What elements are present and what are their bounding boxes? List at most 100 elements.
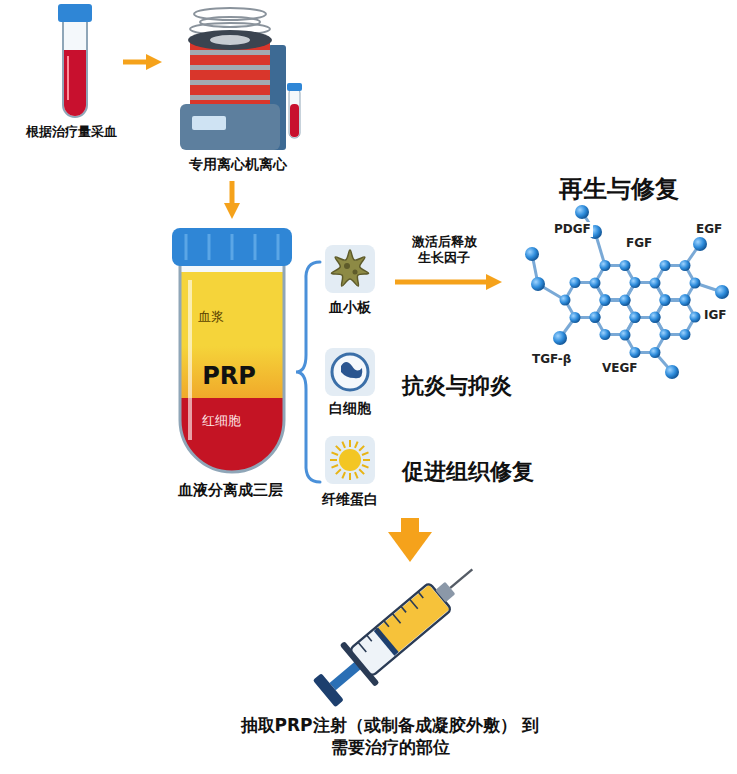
node-label: 白细胞: [312, 399, 388, 417]
drawing-part: [650, 278, 661, 289]
drawing-part: [531, 277, 545, 291]
node-label: 抽取PRP注射（或制备成凝胶外敷） 到需要治疗的部位: [240, 714, 540, 758]
drawing-part: [287, 83, 302, 91]
drawing-part: [575, 205, 589, 219]
node-label: 再生与修复: [505, 174, 733, 205]
drawing-part: [341, 362, 362, 378]
drawing-part: [525, 247, 539, 261]
node-label: 血浆: [185, 309, 237, 326]
drawing-part: [349, 473, 351, 480]
node-label: PRP: [188, 361, 270, 392]
drawing-part: [374, 628, 399, 656]
effect-heading: 抗炎与抑炎: [402, 372, 512, 400]
drawing-part: [332, 465, 338, 468]
drawing-part: [570, 277, 581, 288]
drawing-part: [362, 452, 368, 455]
drawing-part: [289, 88, 300, 138]
drawing-part: [332, 354, 368, 390]
drawing-part: [332, 452, 338, 455]
drawing-part: [630, 277, 641, 288]
drawing-part: [290, 104, 299, 137]
drawing-part: [660, 294, 671, 305]
drawing-part: [450, 569, 472, 588]
drawing-part: [355, 442, 358, 448]
drawing-part: [650, 312, 661, 323]
drawing-part: [178, 272, 288, 478]
drawing-part: [349, 583, 451, 677]
drawing-part: [650, 347, 661, 358]
drawing-part: [190, 50, 270, 55]
drawing-part: [620, 295, 631, 306]
drawing-part: [630, 312, 641, 323]
drawing-part: [67, 56, 69, 100]
drawing-part: [208, 234, 211, 260]
plasma-layer: 血浆: [185, 309, 237, 333]
drawing-part: [660, 295, 671, 306]
drawing-part: [336, 446, 341, 451]
node-label: 专用离心机离心: [165, 155, 310, 173]
drawing-part: [560, 295, 571, 306]
drawing-part: [254, 234, 257, 260]
drawing-part: [178, 346, 288, 398]
drawing-part: [325, 245, 375, 293]
drawing-part: [359, 469, 364, 474]
drawing-part: [590, 278, 601, 289]
drawing-part: [620, 330, 631, 341]
drawing-part: [180, 104, 280, 150]
flow-arrow: [230, 181, 235, 203]
drawing-part: [180, 262, 284, 472]
drawing-part: [680, 329, 691, 340]
drawing-part: [650, 312, 661, 323]
drawing-part: [194, 8, 266, 20]
drawing-part: [185, 234, 188, 260]
drawing-part: [410, 599, 418, 609]
drawing-part: [570, 312, 581, 323]
drawing-part: [178, 398, 288, 478]
drawing-part: [375, 628, 383, 638]
drawing-part: [188, 280, 192, 440]
drawing-part: [359, 446, 364, 451]
drawing-part: [600, 329, 611, 340]
drawing-part: [660, 329, 671, 340]
node-label: 血小板: [312, 298, 388, 316]
sample-tube: 根据治疗量采血: [22, 2, 120, 148]
drawing-part: [180, 8, 302, 150]
node-label: 根据治疗量采血: [22, 124, 120, 141]
centrifuge-machine: 专用离心机离心: [165, 0, 310, 178]
prp-layer: PRP: [188, 361, 270, 395]
drawing-part: [600, 295, 611, 306]
drawing-part: [349, 440, 351, 447]
drawing-part: [600, 260, 611, 271]
node-label: 纤维蛋白: [306, 490, 394, 508]
drawing-part: [58, 4, 92, 117]
drawing-part: [690, 278, 701, 289]
drawing-part: [190, 65, 270, 70]
drawing-part: [325, 436, 375, 484]
node-label: 红细胞: [185, 413, 257, 430]
drawing-part: [63, 20, 87, 117]
drawing-part: [362, 465, 368, 468]
drawing-part: [172, 228, 292, 266]
drawing-part: [325, 348, 375, 396]
drawing-part: [210, 35, 250, 45]
drawing-part: [58, 4, 92, 22]
factor-label: PDGF: [552, 222, 593, 237]
leukocyte-icon: 白细胞: [312, 345, 392, 423]
drawing-part: [277, 234, 280, 260]
drawing-part: [344, 263, 350, 269]
drawing-part: [630, 312, 641, 323]
drawing-part: [660, 260, 671, 271]
factor-label: TGF-β: [530, 352, 573, 367]
drawing-part: [307, 548, 490, 714]
drawing-part: [178, 272, 288, 346]
drawing-part: [715, 285, 729, 299]
factor-label: EGF: [694, 222, 724, 237]
drawing-part: [190, 95, 270, 100]
drawing-part: [172, 228, 292, 478]
drawing-part: [680, 260, 691, 271]
factor-label: IGF: [702, 308, 729, 323]
drawing-part: [325, 348, 375, 396]
drawing-part: [553, 331, 567, 345]
flow-arrow: [395, 280, 486, 285]
